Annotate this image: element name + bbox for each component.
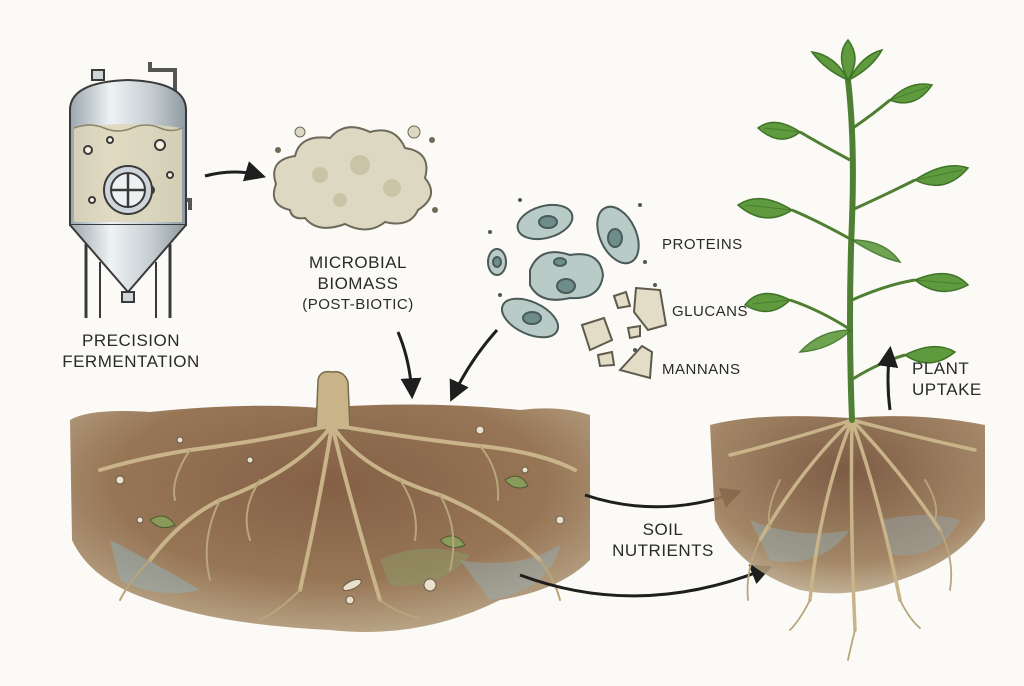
fermentation-tank-icon xyxy=(69,62,192,318)
arrow-icon xyxy=(449,328,499,402)
plant-uptake-line-1: PLANT xyxy=(912,359,970,378)
arrow-icon xyxy=(204,161,267,182)
fermentation-label-line-1: PRECISION xyxy=(81,331,181,350)
soil-nutrients-line-2: NUTRIENTS xyxy=(612,541,714,560)
biomass-label-line-1: MICROBIAL xyxy=(308,253,408,272)
arrow-icon xyxy=(877,345,899,411)
soil-icon xyxy=(70,370,590,632)
arrow-icon xyxy=(396,331,422,400)
proteins-label: PROTEINS xyxy=(662,236,743,253)
biomass-label-line-3: (POST-BIOTIC) xyxy=(302,296,414,313)
microbe-icon xyxy=(487,203,640,339)
soil-nutrients-line-1: SOIL xyxy=(642,520,684,539)
fermentation-label: PRECISION FERMENTATION xyxy=(56,330,206,372)
biomass-cloud-icon xyxy=(272,125,438,231)
glucans-label: GLUCANS xyxy=(672,303,749,320)
soil-nutrients-label: SOIL NUTRIENTS xyxy=(598,519,728,561)
mannans-label: MANNANS xyxy=(662,361,741,378)
biomass-label-line-2: BIOMASS xyxy=(317,274,399,293)
plant-uptake-label: PLANT UPTAKE xyxy=(912,358,982,400)
fermentation-label-line-2: FERMENTATION xyxy=(62,352,200,371)
plant-icon xyxy=(710,38,985,661)
plant-uptake-line-2: UPTAKE xyxy=(912,380,982,399)
cell-wall-fragment-icon xyxy=(580,286,668,380)
biomass-label: MICROBIAL BIOMASS (POST-BIOTIC) xyxy=(288,252,428,315)
arrow-icon xyxy=(519,564,772,598)
